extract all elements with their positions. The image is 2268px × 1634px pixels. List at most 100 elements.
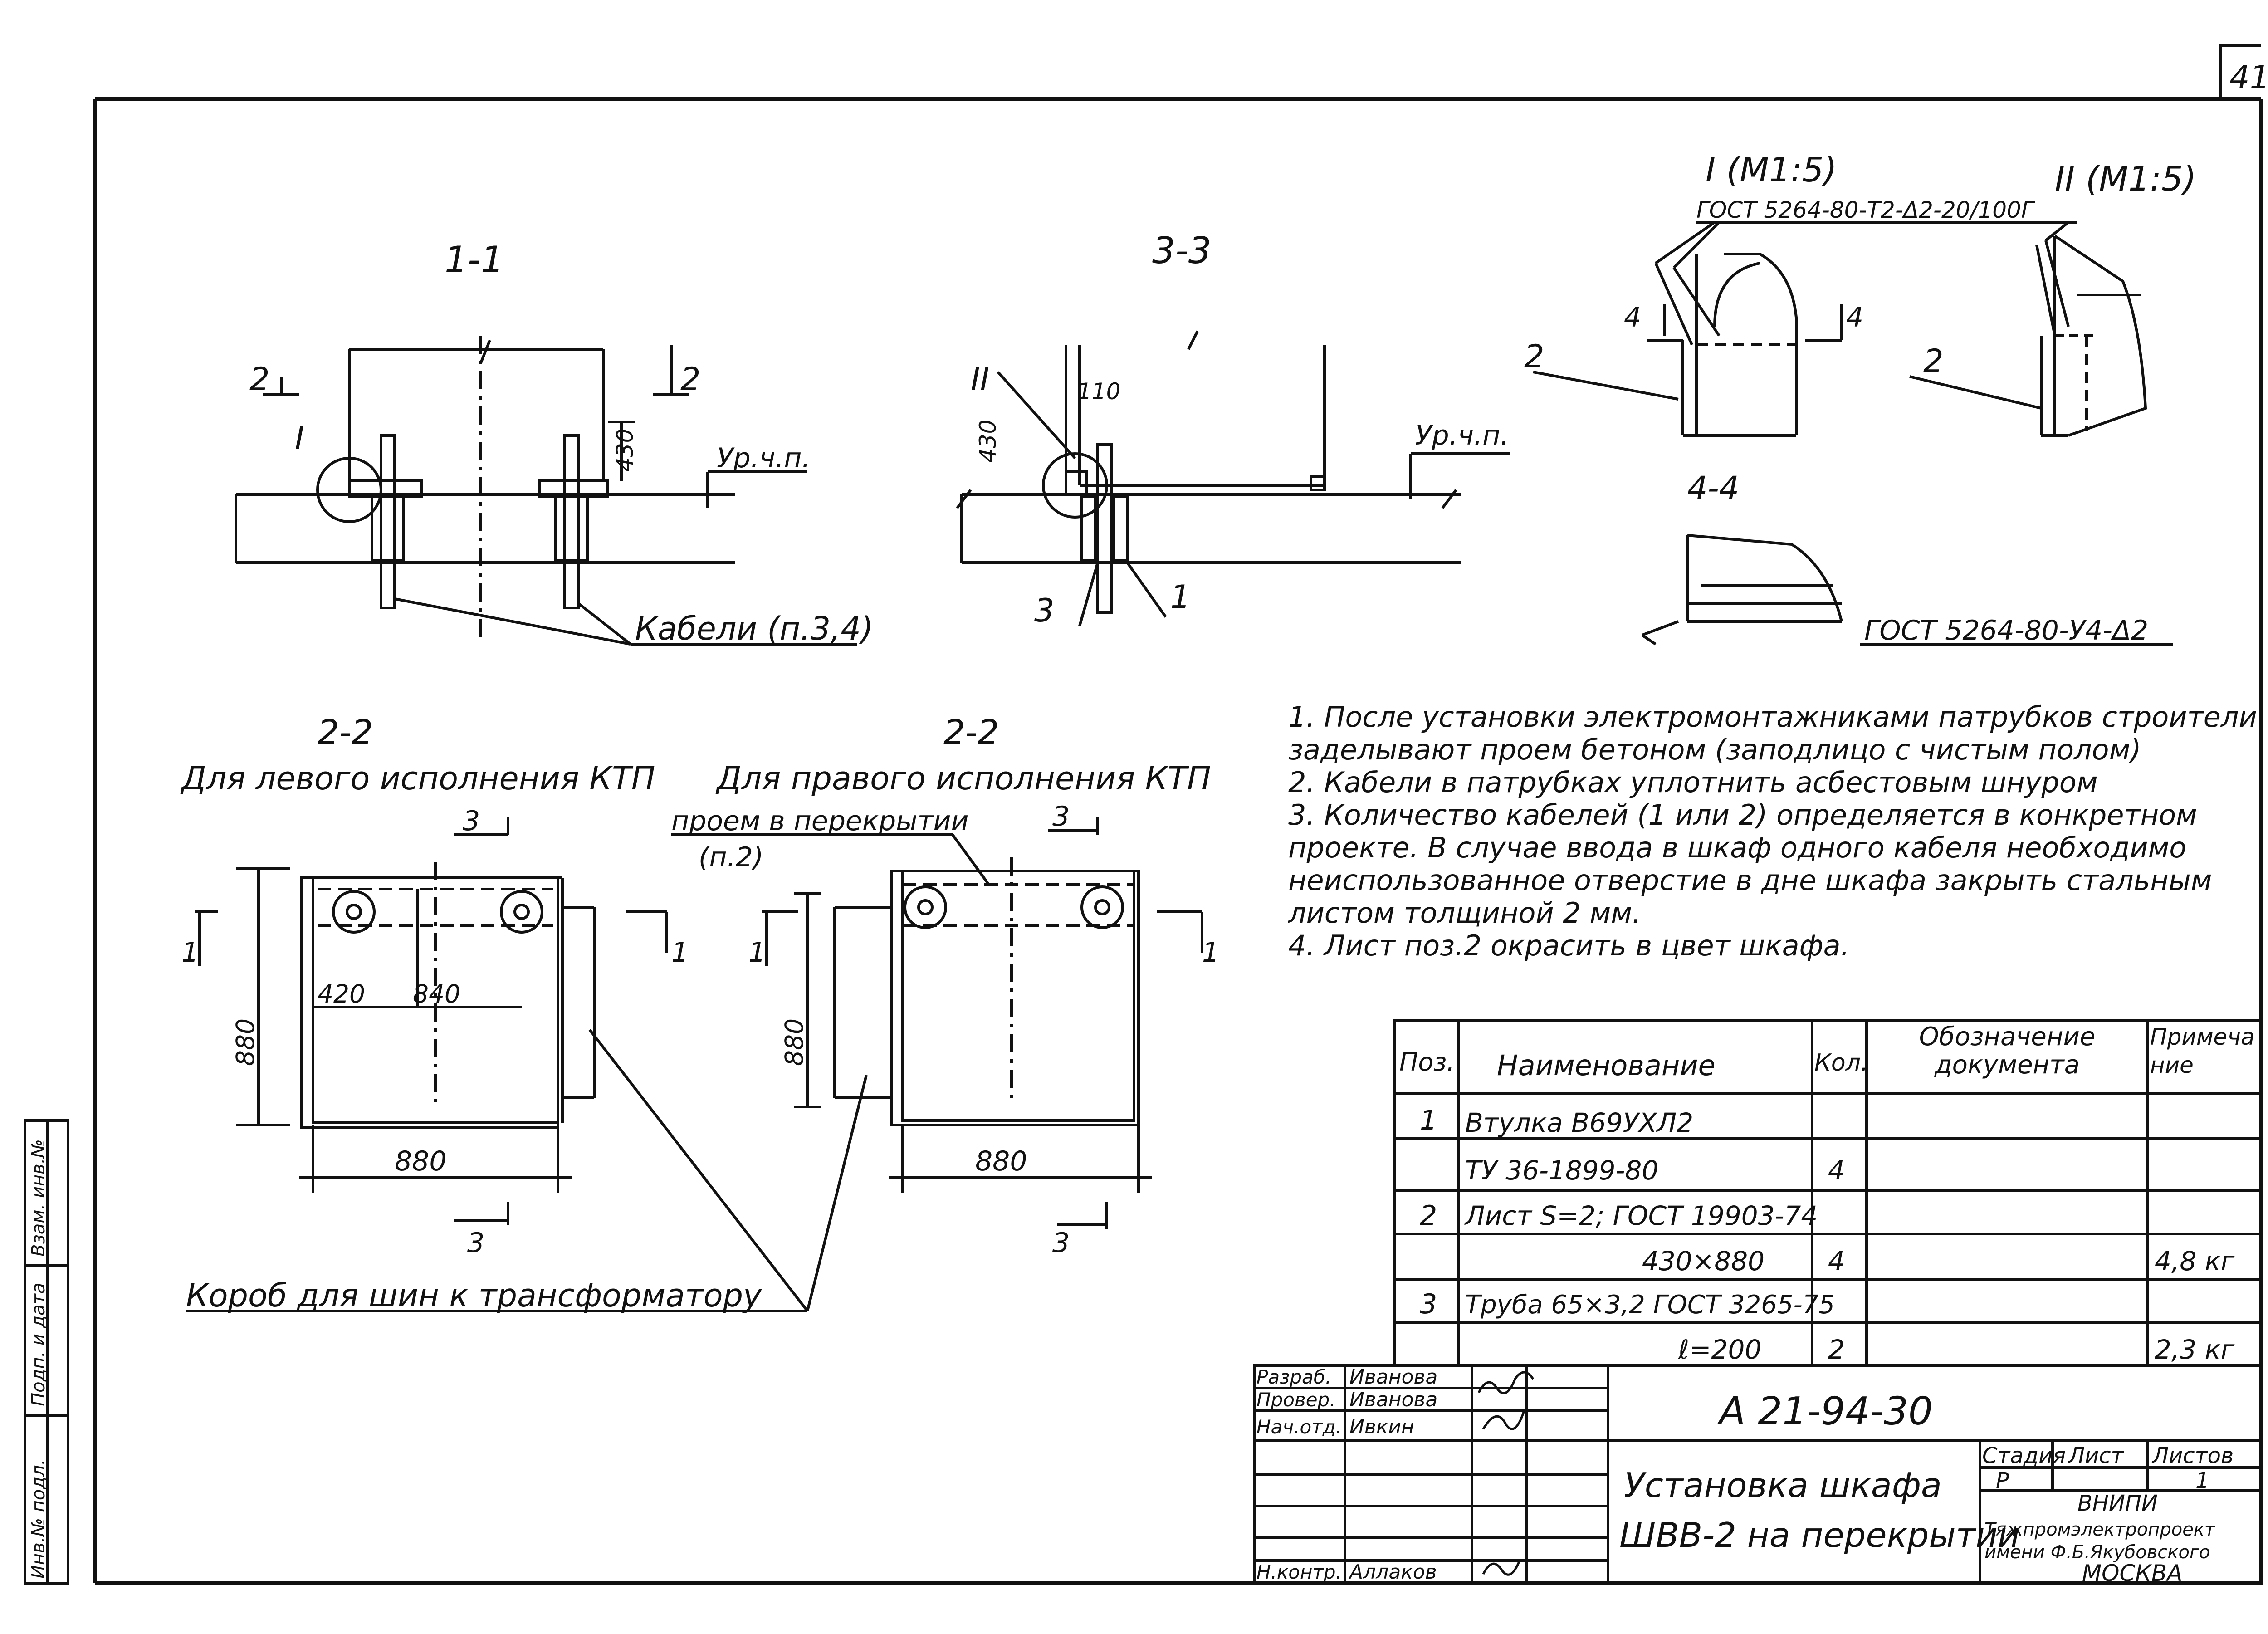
section-mark-3-bottom-left: 3: [467, 1227, 484, 1259]
detail-II-title: II (М1:5): [2055, 159, 2196, 199]
section-mark-3-top-left: 3: [463, 805, 480, 837]
stage-value: Р: [1996, 1468, 2009, 1493]
name-developer: Иванова: [1349, 1365, 1437, 1389]
spec-header-qty: Кол.: [1814, 1049, 1868, 1076]
sheets-header: Листов: [2151, 1443, 2234, 1468]
sheets-value: 1: [2195, 1468, 2209, 1493]
name-head: Ивкин: [1349, 1415, 1414, 1438]
name-checker: Иванова: [1349, 1388, 1437, 1411]
role-head: Нач.отд.: [1256, 1416, 1342, 1438]
dimension-880-horizontal-left: 880: [395, 1145, 447, 1177]
detail-I-marker: I: [295, 420, 304, 457]
spec-table-header: Поз. Наименование Кол. Обозначение докум…: [1399, 1023, 2255, 1082]
organization-line3: имени Ф.Б.Якубовского: [1984, 1542, 2210, 1563]
drawing-title-line1: Установка шкафа: [1624, 1465, 1942, 1505]
dimension-880-horizontal-right: 880: [975, 1145, 1027, 1177]
busbar-box-callout: Короб для шин к трансформатору: [186, 1277, 763, 1314]
view-1-1-drawing: [235, 336, 857, 646]
section-mark-1-left-a: 1: [181, 937, 199, 969]
spec-row4-note: 4,8 кг: [2155, 1246, 2235, 1277]
left-margin-stamp: [24, 1119, 69, 1585]
section-mark-1-right-a: 1: [748, 937, 766, 969]
opening-callout-ref: (п.2): [699, 841, 763, 873]
view-3-3-title: 3-3: [1152, 230, 1212, 272]
organization-line4: МОСКВА: [2082, 1560, 2182, 1586]
dimension-420: 420: [318, 979, 365, 1008]
spec-row6-qty: 2: [1828, 1334, 1845, 1365]
dimension-880-vertical-right: 880: [780, 1018, 809, 1066]
spec-row2-qty: 4: [1828, 1155, 1845, 1186]
view-2-2-right-subtitle: Для правого исполнения КТП: [715, 760, 1211, 797]
detail-II-drawing: [1909, 221, 2147, 437]
position-2-callout-detailI: 2: [1524, 338, 1545, 375]
spec-table-grid: [1393, 1019, 2263, 1367]
margin-label-inventory: Инв.№ подл.: [28, 1459, 49, 1579]
note-2: 2. Кабели в патрубках уплотнить асбестов…: [1288, 766, 2098, 799]
spec-header-doc: Обозначение документа: [1919, 1023, 2096, 1080]
dimension-110: 110: [1077, 378, 1120, 405]
cables-callout: Кабели (п.3,4): [635, 610, 873, 647]
dimension-430-view33: 430: [975, 420, 1001, 463]
spec-header-note: Примечание: [2150, 1024, 2255, 1078]
role-checker: Провер.: [1256, 1389, 1336, 1411]
spec-row6-name: ℓ=200: [1678, 1334, 1761, 1365]
role-normcontrol: Н.контр.: [1256, 1561, 1342, 1583]
floor-level-label-view11: Ур.ч.п.: [717, 442, 811, 474]
section-mark-1-left-b: 1: [671, 937, 689, 969]
note-3: 3. Количество кабелей (1 или 2) определя…: [1288, 798, 2212, 930]
spec-row3-name: Лист S=2; ГОСТ 19903-74: [1464, 1200, 1818, 1231]
title-block-roles: Разраб. Провер. Нач.отд. Н.контр. Иванов…: [1256, 1365, 1437, 1584]
detail-I-title: I (М1:5): [1706, 150, 1837, 190]
view-3-3-drawing: [956, 330, 1510, 626]
spec-row1-pos: 1: [1420, 1105, 1437, 1136]
section-mark-1-right-b: 1: [1202, 937, 1219, 969]
organization-line2: Тяжпромэлектропроект: [1984, 1519, 2216, 1540]
section-mark-4-left: 4: [1624, 302, 1641, 333]
document-code: А 21-94-30: [1717, 1389, 1933, 1434]
spec-header-name: Наименование: [1497, 1049, 1716, 1082]
spec-row3-pos: 2: [1420, 1200, 1437, 1232]
spec-row2-name: ТУ 36-1899-80: [1465, 1155, 1658, 1186]
view-1-1-title: 1-1: [445, 239, 504, 281]
section-mark-3-bottom-right: 3: [1052, 1227, 1070, 1259]
dimension-880-vertical-left: 880: [231, 1018, 260, 1066]
view-2-2-left-subtitle: Для левого исполнения КТП: [180, 760, 655, 797]
position-1-callout: 1: [1170, 578, 1191, 616]
title-block-grid: [1253, 1364, 2263, 1585]
note-1: 1. После установки электромонтажниками п…: [1288, 701, 2257, 766]
corner-sheet-number: 41: [2229, 59, 2268, 96]
view-2-2-left-drawing: [186, 817, 809, 1312]
detail-II-marker: II: [971, 361, 989, 398]
position-3-callout: 3: [1034, 592, 1055, 629]
role-developer: Разраб.: [1256, 1366, 1331, 1388]
detail-I-drawing: [1533, 221, 2077, 437]
signatures: [1477, 1371, 1535, 1576]
floor-level-label-view33: Ур.ч.п.: [1415, 420, 1509, 451]
section-mark-3-top-right: 3: [1052, 801, 1070, 832]
spec-row4-name: 430×880: [1642, 1246, 1765, 1277]
name-normcontrol: Аллаков: [1348, 1561, 1437, 1584]
notes-block: 1. После установки электромонтажниками п…: [1288, 701, 2257, 962]
section-mark-4-right: 4: [1846, 302, 1863, 333]
view-4-4-title: 4-4: [1687, 470, 1739, 507]
weld-spec-top: ГОСТ 5264-80-Т2-Δ2-20/100Г: [1696, 197, 2036, 223]
weld-spec-bottom: ГОСТ 5264-80-У4-Δ2: [1864, 615, 2148, 646]
margin-label-replacement: Взам. инв.№: [28, 1139, 49, 1257]
dimension-840: 840: [413, 979, 460, 1008]
spec-row4-qty: 4: [1828, 1246, 1845, 1277]
spec-row5-pos: 3: [1420, 1288, 1437, 1320]
section-mark-2-left: 2: [249, 361, 270, 398]
view-2-2-right-title: 2-2: [943, 712, 999, 752]
sheet-header: Лист: [2068, 1443, 2125, 1468]
spec-table-rows: 1 Втулка В69УХЛ2 ТУ 36-1899-80 4 2 Лист …: [1420, 1105, 2235, 1365]
spec-row1-name: Втулка В69УХЛ2: [1465, 1107, 1693, 1138]
dimension-430-view11: 430: [612, 429, 638, 472]
view-2-2-right-drawing: [671, 817, 1203, 1311]
note-4: 4. Лист поз.2 окрасить в цвет шкафа.: [1288, 929, 1850, 962]
margin-label-signature: Подп. и дата: [28, 1283, 49, 1406]
view-4-4-drawing: [1641, 534, 2173, 646]
drawing-title-line2: ШВВ-2 на перекрытии: [1619, 1515, 2020, 1555]
spec-row6-note: 2,3 кг: [2155, 1334, 2235, 1365]
organization-line1: ВНИПИ: [2077, 1491, 2158, 1516]
